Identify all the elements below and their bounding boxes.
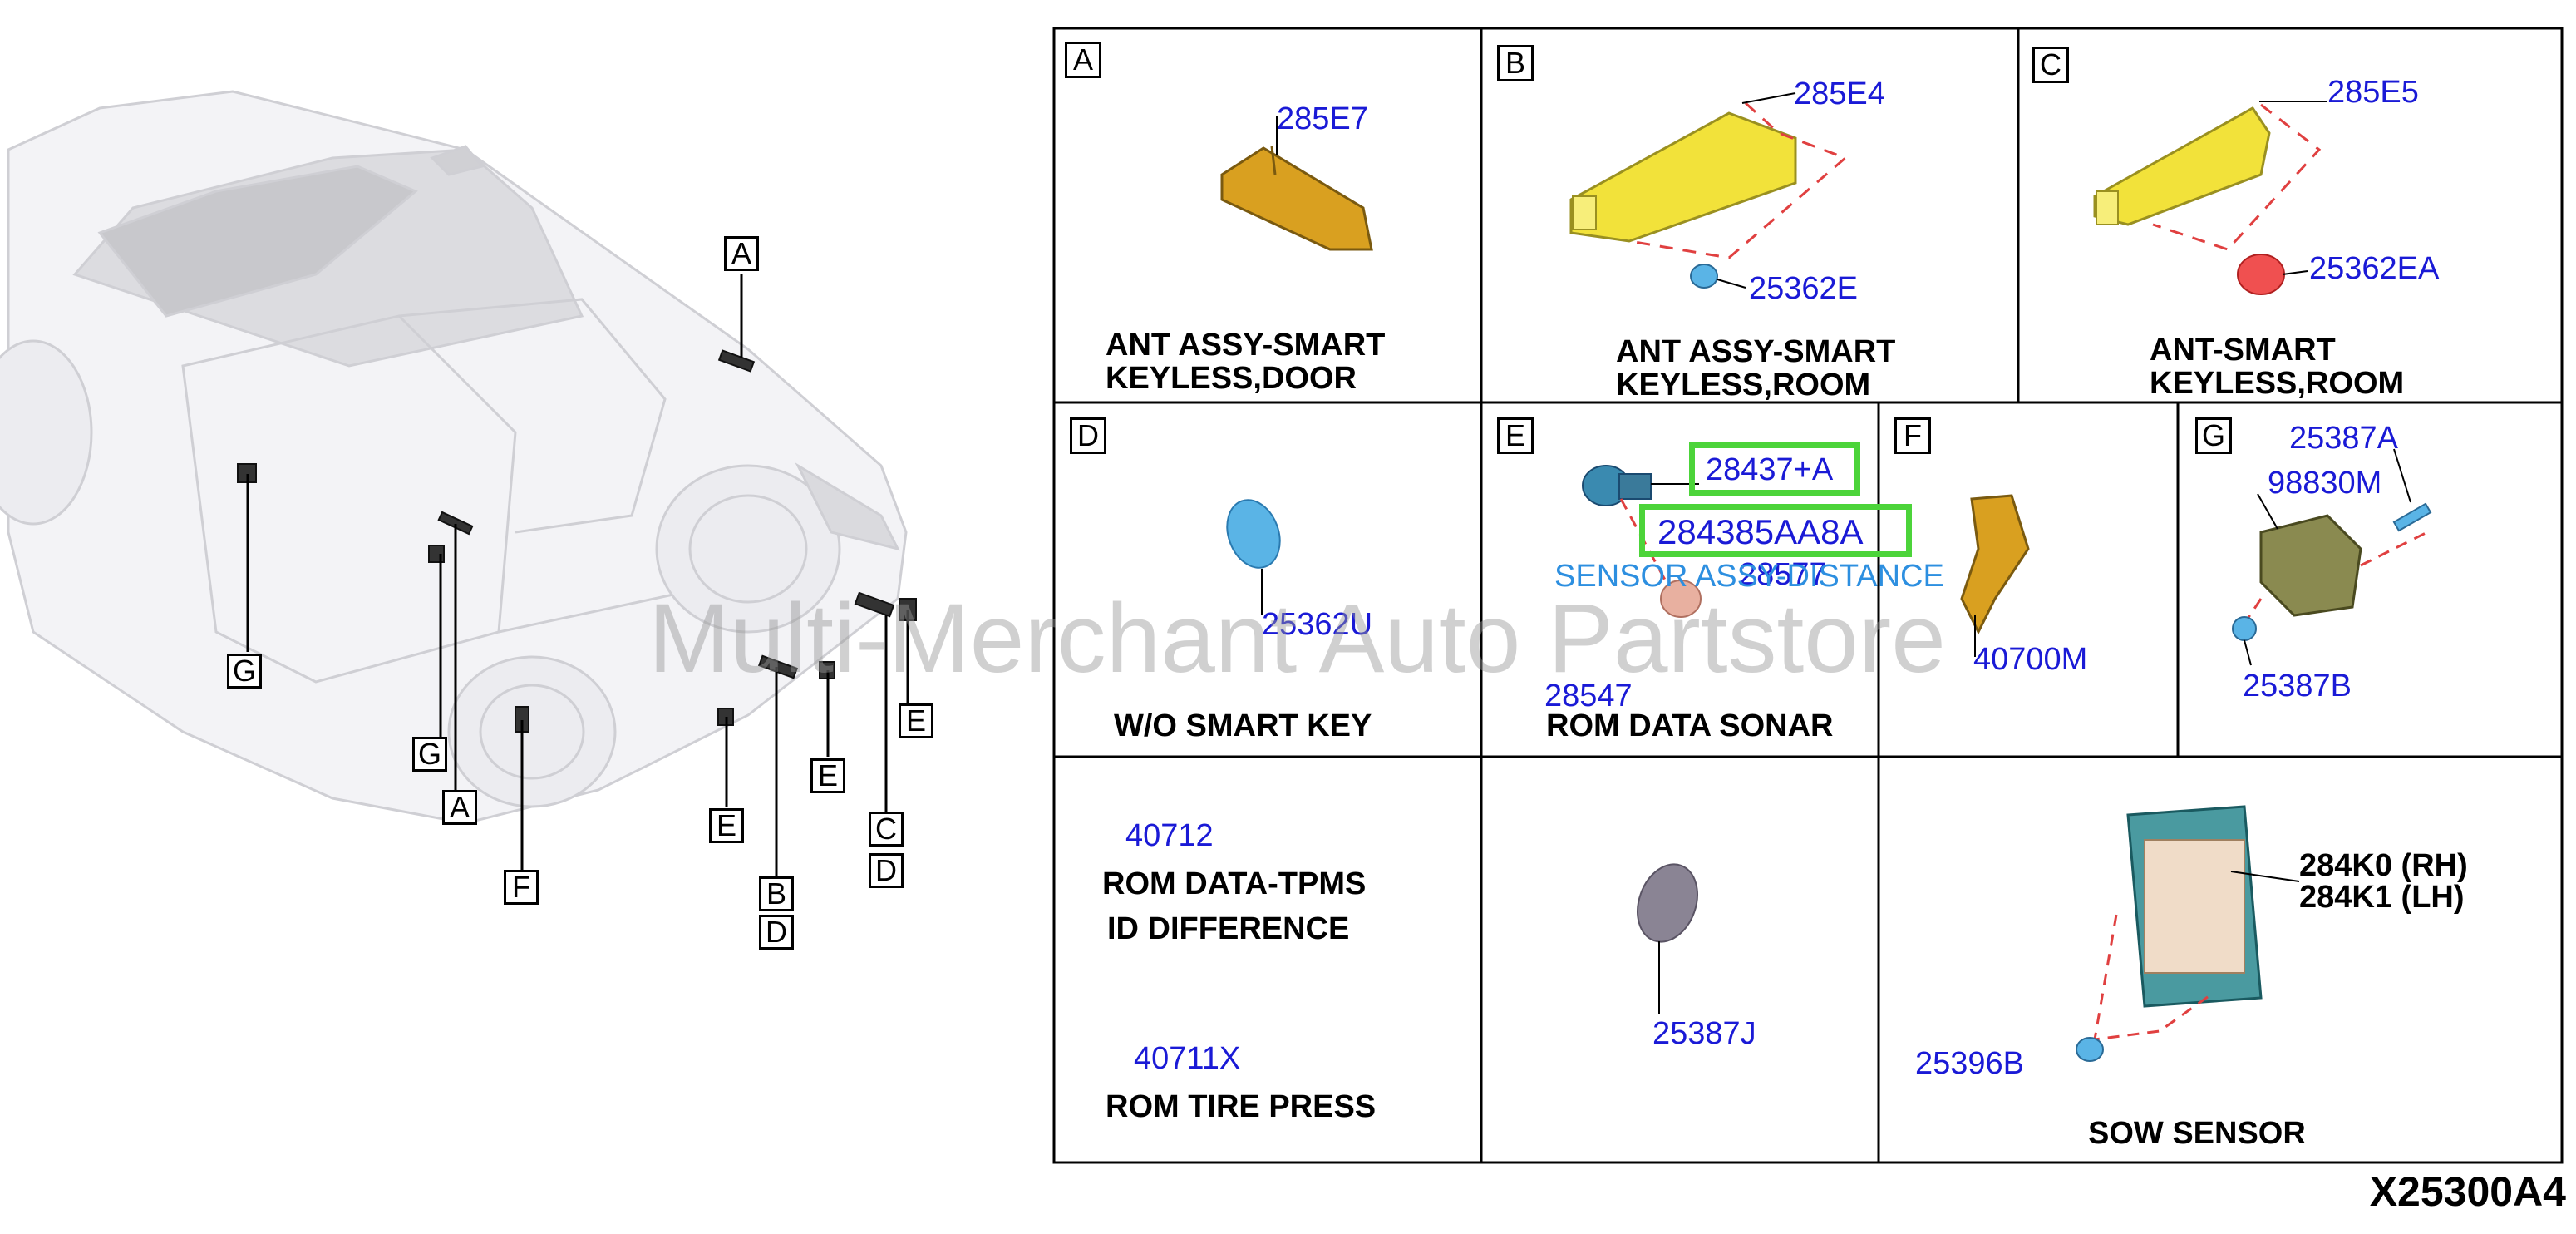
callout-g-lower[interactable]: G xyxy=(412,737,447,772)
cell-letter-d: D xyxy=(1070,417,1106,454)
cell-e-description: ROM DATA SONAR xyxy=(1546,708,1834,743)
cell-b-description-line2: KEYLESS,ROOM xyxy=(1616,368,1871,402)
callout-b[interactable]: B xyxy=(759,876,794,911)
sow-sensor-lh-part-number[interactable]: 284K1 (LH) xyxy=(2299,880,2465,915)
cell-c-description-line2: KEYLESS,ROOM xyxy=(2150,366,2405,401)
callout-a-lower[interactable]: A xyxy=(442,790,477,825)
part-number-40700m[interactable]: 40700M xyxy=(1973,642,2088,677)
callout-e-mid[interactable]: E xyxy=(810,758,845,793)
cell-b-description-line1: ANT ASSY-SMART xyxy=(1616,334,1896,369)
callout-g-left[interactable]: G xyxy=(227,654,262,689)
callout-c[interactable]: C xyxy=(869,812,904,847)
highlight-284385aa8a xyxy=(1639,504,1912,557)
cell-c-description-line1: ANT-SMART xyxy=(2150,333,2336,368)
cell-letter-g: G xyxy=(2195,417,2232,454)
cell-j-description: SOW SENSOR xyxy=(2088,1116,2306,1151)
cell-h-description2: ROM TIRE PRESS xyxy=(1106,1089,1377,1124)
part-number-25362e[interactable]: 25362E xyxy=(1749,271,1859,306)
cell-a-description-line1: ANT ASSY-SMART xyxy=(1106,328,1386,363)
part-number-284385aa8a[interactable]: 284385AA8A xyxy=(1657,512,1864,551)
cell-h-description1-line2: ID DIFFERENCE xyxy=(1107,911,1350,946)
part-number-98830m[interactable]: 98830M xyxy=(2268,466,2382,501)
cell-letter-e: E xyxy=(1497,417,1534,454)
part-number-28437a[interactable]: 28437+A xyxy=(1706,452,1834,487)
part-number-28547[interactable]: 28547 xyxy=(1544,679,1633,713)
cell-letter-f: F xyxy=(1894,417,1931,454)
callout-e-left[interactable]: E xyxy=(709,808,744,843)
antenna-door-graphic xyxy=(1220,116,1373,251)
watermark: Multi-Merchant Auto Partstore xyxy=(648,584,1946,694)
car-overview-illustration xyxy=(0,90,917,876)
part-number-40711x[interactable]: 40711X xyxy=(1134,1041,1241,1076)
part-number-28577[interactable]: 28577 xyxy=(1739,557,1827,592)
cell-letter-c: C xyxy=(2032,47,2069,83)
part-number-25396b[interactable]: 25396B xyxy=(1915,1046,2025,1081)
callout-a-upper[interactable]: A xyxy=(724,236,759,271)
sow-sensor-rh-part-number[interactable]: 284K0 (RH) xyxy=(2299,848,2468,883)
cell-d-description: W/O SMART KEY xyxy=(1114,708,1372,743)
part-number-285e5[interactable]: 285E5 xyxy=(2327,75,2419,110)
callout-f[interactable]: F xyxy=(504,870,539,905)
highlight-28437a xyxy=(1689,442,1860,496)
part-number-25387a[interactable]: 25387A xyxy=(2289,421,2399,456)
callout-d-left[interactable]: D xyxy=(759,915,794,950)
cell-letter-a: A xyxy=(1065,42,1101,78)
part-number-40712[interactable]: 40712 xyxy=(1125,818,1214,853)
part-number-25387b[interactable]: 25387B xyxy=(2243,669,2352,703)
cell-a-description-line2: KEYLESS,DOOR xyxy=(1106,361,1357,396)
cell-letter-b: B xyxy=(1497,45,1534,81)
part-number-285e4[interactable]: 285E4 xyxy=(1794,77,1885,111)
cell-h-description1-line1: ROM DATA-TPMS xyxy=(1102,866,1367,901)
sensor-assy-distance-overlay: SENSOR ASSY-DISTANCE xyxy=(1554,559,1944,594)
part-number-25362u[interactable]: 25362U xyxy=(1262,607,1373,642)
part-number-25387j[interactable]: 25387J xyxy=(1652,1016,1756,1051)
part-number-25362ea[interactable]: 25362EA xyxy=(2309,251,2440,286)
part-number-285e7[interactable]: 285E7 xyxy=(1277,101,1368,136)
diagram-code: X25300A4 xyxy=(2369,1168,2566,1215)
callout-e-right[interactable]: E xyxy=(899,703,933,738)
callout-d-right[interactable]: D xyxy=(869,853,904,888)
